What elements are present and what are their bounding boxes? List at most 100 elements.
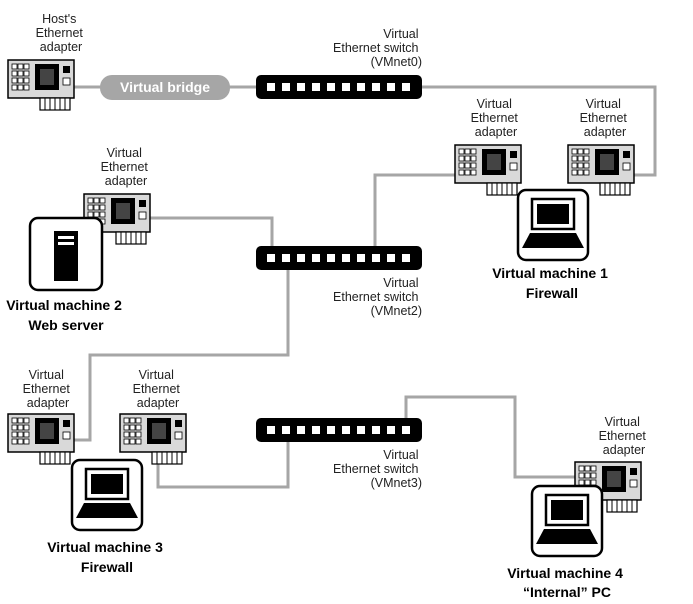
vm3-inner-adapter: [119, 413, 187, 465]
vm3-laptop-icon: [70, 458, 144, 532]
server-drive: [58, 236, 74, 239]
vm3-inner-adapter-label: Virtual Ethernet adapter: [133, 368, 184, 410]
vm1-laptop-icon: [516, 188, 590, 262]
host-adapter-label: Host's Ethernet adapter: [36, 12, 87, 54]
vm2-adapter: [83, 193, 151, 245]
vm1-outer-adapter-label: Virtual Ethernet adapter: [580, 97, 631, 139]
switch-port: [312, 254, 320, 262]
vm3-outer-adapter: [7, 413, 75, 465]
switch-vmnet2-label-line2: Ethernet switch: [333, 290, 419, 304]
virtual-bridge-label: Virtual bridge: [120, 79, 210, 95]
adapter-label-line2: Ethernet: [133, 382, 181, 396]
vm2-server-icon: [28, 216, 104, 292]
switch-port: [267, 254, 275, 262]
adapter-label-line2: Ethernet: [23, 382, 71, 396]
host-adapter-label-line3: adapter: [40, 40, 82, 54]
switch-port: [387, 254, 395, 262]
switch-port: [297, 426, 305, 434]
vm4-laptop-icon: [530, 484, 604, 558]
switch-vmnet2: [256, 246, 422, 270]
switch-vmnet0-label-line1: Virtual: [383, 27, 418, 41]
vm2-adapter-label: Virtual Ethernet adapter: [101, 146, 152, 188]
laptop-keyboard: [536, 529, 598, 544]
adapter-label-line2: Ethernet: [580, 111, 628, 125]
switch-port: [357, 83, 365, 91]
switch-port: [357, 254, 365, 262]
network-adapter-icon: [574, 461, 642, 513]
switch-port: [327, 426, 335, 434]
vm4-adapter-label: Virtual Ethernet adapter: [599, 415, 650, 457]
network-adapter-icon: [567, 144, 635, 196]
vm4-caption: Virtual machine 4 “Internal” PC: [507, 565, 627, 600]
adapter-label-line3: adapter: [105, 174, 147, 188]
switch-port: [267, 426, 275, 434]
adapter-label-line1: Virtual: [605, 415, 640, 429]
vm1-outer-adapter: [567, 144, 635, 196]
vm3-caption: Virtual machine 3 Firewall: [47, 539, 167, 575]
wire-vm3-inner-adapter-to-vmnet3: [156, 430, 290, 489]
switch-vmnet3-label: Virtual Ethernet switch (VMnet3): [333, 448, 422, 490]
switch-chassis: [256, 418, 422, 442]
host-adapter-label-line1: Host's: [42, 12, 76, 26]
switch-port: [342, 426, 350, 434]
virtual-bridge-bar: [100, 75, 230, 100]
switch-port: [327, 254, 335, 262]
vm1-inner-adapter: [454, 144, 522, 196]
ethernet-switch-icon: [256, 75, 422, 99]
network-adapter-icon: [7, 59, 75, 111]
wire-vmnet2-to-vm3-outer-adapter: [72, 258, 290, 442]
adapter-label-line1: Virtual: [29, 368, 64, 382]
laptop-screen-inner: [551, 500, 583, 520]
host-ethernet-adapter: [7, 59, 75, 111]
adapter-label-line1: Virtual: [586, 97, 621, 111]
switch-port: [267, 83, 275, 91]
switch-vmnet0: [256, 75, 422, 99]
switch-vmnet3-label-line1: Virtual: [383, 448, 418, 462]
vm1-inner-adapter-label: Virtual Ethernet adapter: [471, 97, 522, 139]
host-adapter-label-line2: Ethernet: [36, 26, 84, 40]
adapter-label-line2: Ethernet: [471, 111, 519, 125]
vm2-caption-line2: Web server: [28, 317, 104, 333]
vm3-caption-line1: Virtual machine 3: [47, 539, 163, 555]
vm2-caption-line1: Virtual machine 2: [6, 297, 122, 313]
laptop-keyboard: [522, 233, 584, 248]
wire-vm1-inner-adapter-to-vmnet2: [373, 173, 455, 258]
switch-port: [402, 83, 410, 91]
switch-port: [402, 254, 410, 262]
adapter-label-line3: adapter: [27, 396, 69, 410]
switch-vmnet3: [256, 418, 422, 442]
vm4-caption-line2: “Internal” PC: [523, 584, 611, 600]
connection-wires: [72, 85, 657, 489]
switch-port: [297, 83, 305, 91]
network-adapter-icon: [119, 413, 187, 465]
vm4-caption-line1: Virtual machine 4: [507, 565, 623, 581]
ethernet-switch-icon: [256, 246, 422, 270]
server-drive: [58, 242, 74, 245]
switch-vmnet2-label-line1: Virtual: [383, 276, 418, 290]
vm3-caption-line2: Firewall: [81, 559, 133, 575]
switch-vmnet0-label: Virtual Ethernet switch (VMnet0): [333, 27, 422, 69]
laptop-screen-inner: [537, 204, 569, 224]
adapter-label-line1: Virtual: [107, 146, 142, 160]
vm1-caption: Virtual machine 1 Firewall: [492, 265, 612, 301]
vm1-caption-line2: Firewall: [526, 285, 578, 301]
adapter-label-line2: Ethernet: [101, 160, 149, 174]
switch-port: [342, 83, 350, 91]
switch-port: [327, 83, 335, 91]
switch-port: [387, 83, 395, 91]
wire-vm2-adapter-to-vmnet2: [150, 216, 274, 258]
switch-vmnet2-label-line3: (VMnet2): [371, 304, 422, 318]
adapter-label-line3: adapter: [603, 443, 645, 457]
switch-vmnet2-label: Virtual Ethernet switch (VMnet2): [333, 276, 422, 318]
switch-port: [282, 254, 290, 262]
switch-vmnet0-label-line2: Ethernet switch: [333, 41, 419, 55]
switch-port: [372, 254, 380, 262]
network-adapter-icon: [83, 193, 151, 245]
server-tower: [54, 231, 78, 281]
adapter-label-line1: Virtual: [477, 97, 512, 111]
laptop-keyboard: [76, 503, 138, 518]
adapter-label-line1: Virtual: [139, 368, 174, 382]
switch-port: [357, 426, 365, 434]
